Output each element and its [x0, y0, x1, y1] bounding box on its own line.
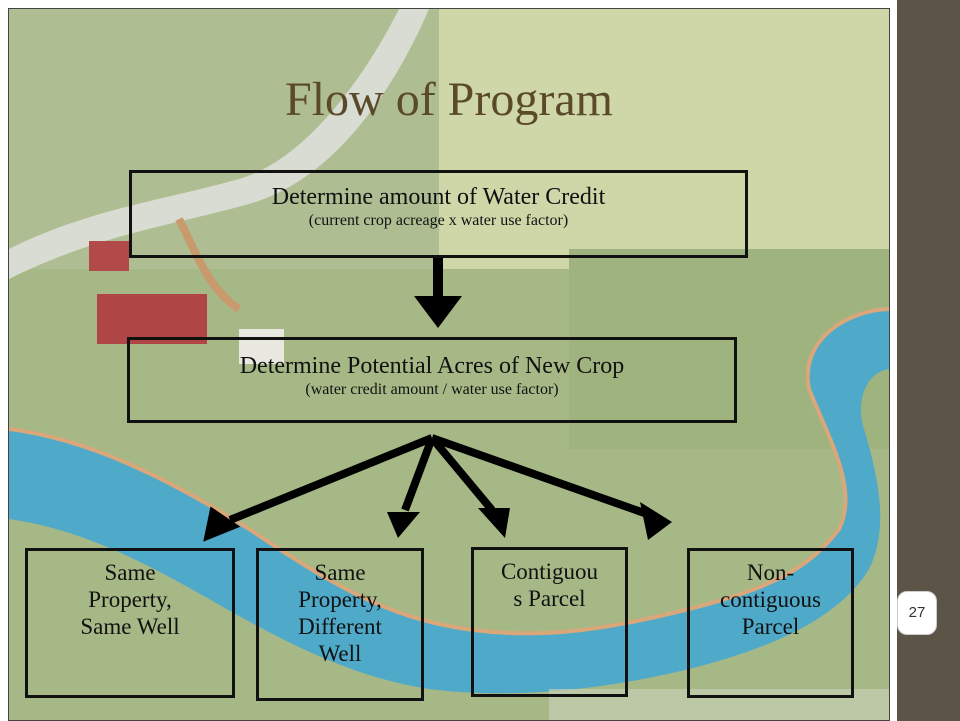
step-sub-text: (water credit amount / water use factor) [305, 381, 559, 398]
option-text-line: Property, [88, 587, 172, 612]
slide-frame [8, 8, 890, 721]
option-text-line: s Parcel [513, 586, 586, 611]
option-text-line: Same Well [80, 614, 180, 639]
farm-background-image [9, 9, 889, 720]
step-main-text: Determine Potential Acres of New Crop [239, 353, 625, 379]
arrowhead [640, 502, 672, 540]
option-box-non-contiguous-parcel: Non- contiguous Parcel [687, 548, 854, 698]
option-box-same-property-different-well: Same Property, Different Well [256, 548, 424, 701]
option-text-line: Same [314, 560, 366, 585]
option-text-line: Property, [298, 587, 382, 612]
option-text-line: Different [298, 614, 382, 639]
option-text-line: Non- [746, 560, 795, 585]
arrow-to-option-4 [430, 434, 652, 519]
arrowhead [414, 296, 462, 328]
arrow-to-option-3 [428, 435, 496, 513]
option-text-line: Well [318, 641, 362, 666]
option-box-contiguous-parcel: Contiguou s Parcel [471, 547, 628, 697]
step-main-text: Determine amount of Water Credit [271, 184, 606, 210]
arrowhead [203, 506, 241, 542]
arrowhead [478, 508, 510, 538]
step-box-water-credit: Determine amount of Water Credit (curren… [129, 170, 748, 258]
arrow-to-option-1 [228, 434, 434, 524]
option-text-line: contiguous [720, 587, 821, 612]
step-sub-text: (current crop acreage x water use factor… [308, 212, 569, 229]
option-text-line: Parcel [741, 614, 800, 639]
option-text-line: Contiguou [500, 559, 599, 584]
option-box-same-property-same-well: Same Property, Same Well [25, 548, 235, 698]
arrow-to-option-2 [401, 436, 436, 512]
option-text-line: Same [104, 560, 156, 585]
step-box-potential-acres: Determine Potential Acres of New Crop (w… [127, 337, 737, 423]
slide-title: Flow of Program [285, 73, 613, 126]
page-number: 27 [897, 591, 937, 635]
arrowhead [387, 512, 420, 538]
